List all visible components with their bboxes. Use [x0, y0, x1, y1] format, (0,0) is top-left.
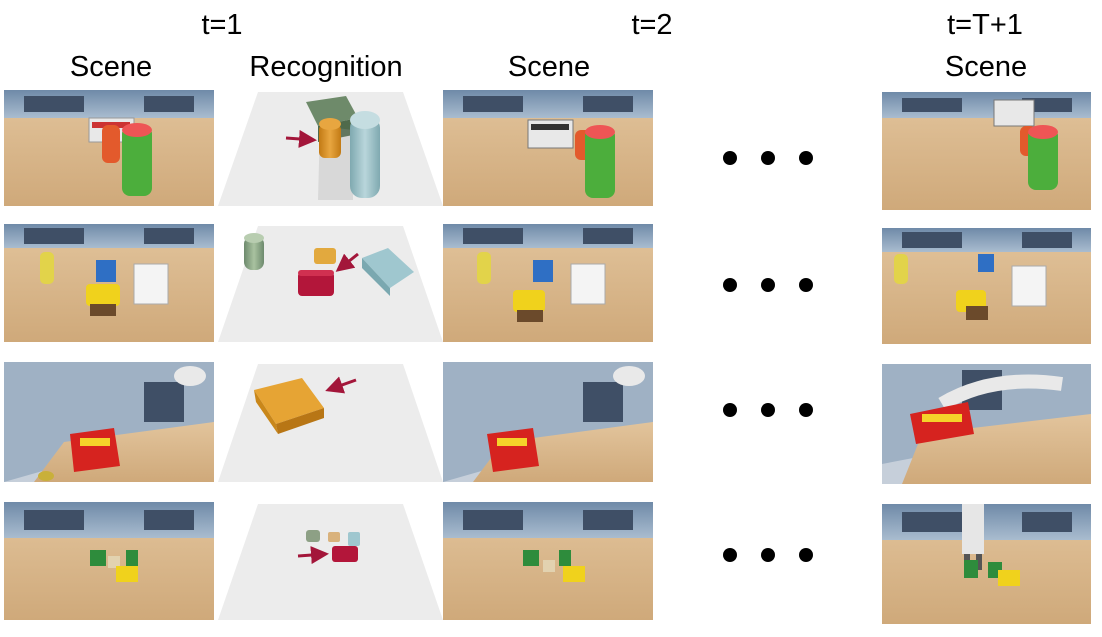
header-t1: t=1: [201, 9, 243, 41]
scene-row3-t1: [4, 362, 214, 482]
header-scene-t2: Scene: [507, 51, 591, 83]
header-scene-t1: Scene: [69, 51, 153, 83]
scene-row1-t1: [4, 90, 214, 206]
scene-row1-t2: [443, 90, 653, 206]
header-t2: t=2: [631, 9, 673, 41]
scene-row3-t2: [443, 362, 653, 482]
ellipsis-dots-icon: [723, 403, 813, 417]
scene-row4-t2: [443, 502, 653, 620]
header-scene-tT1: Scene: [944, 51, 1028, 83]
scene-row2-tT1: [882, 228, 1091, 344]
header-recognition: Recognition: [249, 51, 403, 83]
recognition-row2: [218, 224, 443, 342]
recognition-row1: [218, 90, 443, 206]
ellipsis-dots-icon: [723, 548, 813, 562]
scene-row3-tT1: [882, 364, 1091, 484]
header-tT1: t=T+1: [947, 9, 1023, 41]
scene-row2-t2: [443, 224, 653, 342]
recognition-row3: [218, 362, 443, 482]
ellipsis-dots-icon: [723, 151, 813, 165]
recognition-row4: [218, 502, 443, 620]
scene-row2-t1: [4, 224, 214, 342]
ellipsis-dots-icon: [723, 278, 813, 292]
scene-row1-tT1: [882, 92, 1091, 210]
scene-row4-tT1: [882, 504, 1091, 624]
scene-row4-t1: [4, 502, 214, 620]
